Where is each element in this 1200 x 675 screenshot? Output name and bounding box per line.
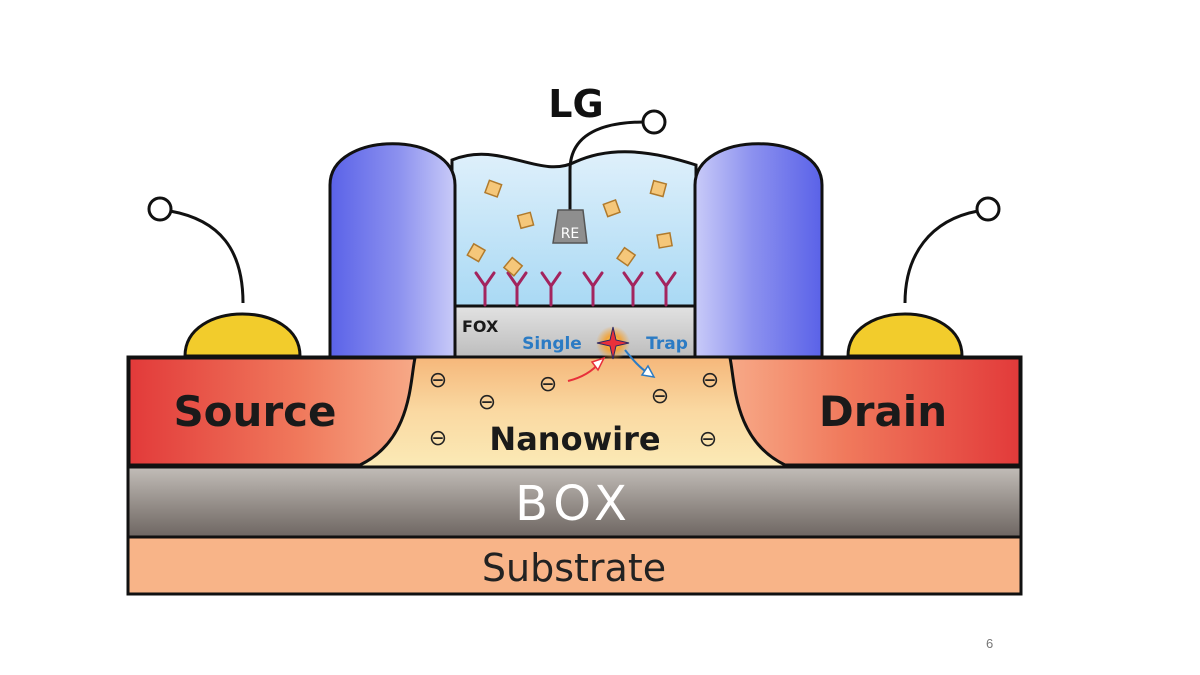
source-terminal — [147, 196, 173, 222]
left-gate-spacer — [328, 142, 457, 359]
electron: ⊖ — [429, 426, 447, 451]
box-layer — [126, 465, 1023, 539]
electrons: ⊖ ⊖ ⊖ ⊖ ⊖ ⊖ ⊖ — [429, 368, 719, 452]
electron: ⊖ — [701, 368, 719, 393]
re-label: RE — [561, 226, 580, 242]
source-label: Source — [173, 387, 336, 436]
lg-wire — [568, 120, 646, 210]
capture-arrow-head — [590, 356, 606, 372]
electron: ⊖ — [651, 384, 669, 409]
single-label: Single — [522, 334, 582, 354]
antibodies — [474, 271, 677, 307]
lg-label: LG — [548, 82, 603, 126]
box-label: BOX — [515, 476, 633, 532]
electron: ⊖ — [699, 427, 717, 452]
source-wire — [169, 209, 245, 304]
analyte-molecules — [466, 179, 673, 277]
substrate-label: Substrate — [482, 546, 666, 590]
lg-terminal — [641, 109, 667, 135]
trap-label: Trap — [646, 334, 688, 354]
electron: ⊖ — [429, 368, 447, 393]
drain-contact — [846, 312, 964, 358]
drain-terminal — [975, 196, 1001, 222]
trap-star-icon — [596, 326, 630, 360]
reference-electrode — [552, 209, 588, 244]
nanowire-label: Nanowire — [489, 420, 660, 458]
substrate-layer — [126, 535, 1023, 596]
drain-region — [728, 356, 1022, 467]
source-contact — [183, 312, 302, 358]
fox-label: FOX — [462, 317, 499, 336]
drain-wire — [903, 209, 979, 304]
source-region — [127, 356, 417, 467]
electron: ⊖ — [478, 390, 496, 415]
emission-arrow-head — [640, 364, 656, 378]
electron: ⊖ — [539, 372, 557, 397]
page-number: 6 — [986, 636, 994, 651]
right-gate-spacer — [693, 142, 824, 359]
drain-label: Drain — [819, 387, 947, 436]
